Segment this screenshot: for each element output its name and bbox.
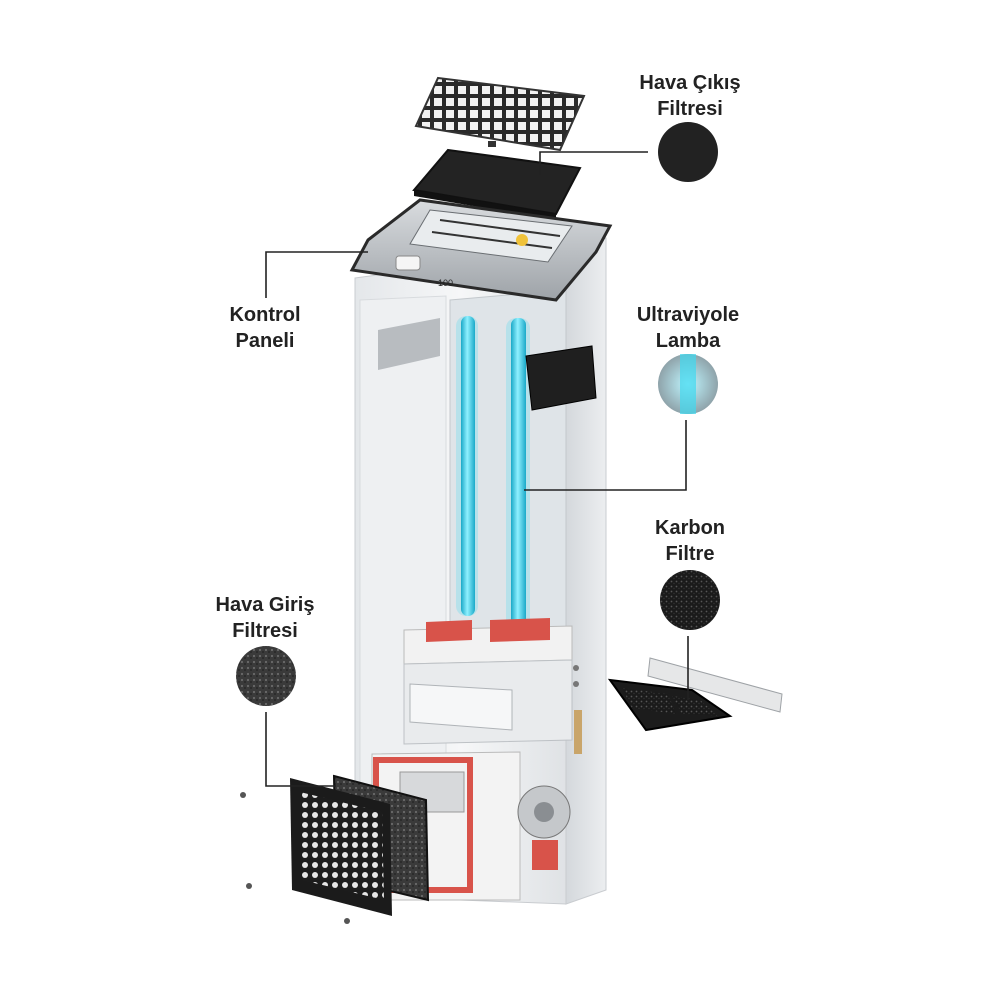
callout-uv-line2: Lamba xyxy=(655,330,721,352)
callout-kontrol-line2: Paneli xyxy=(235,330,295,352)
callout-uv-line1: Ultraviyole xyxy=(636,304,740,326)
callout-karbon-line2: Filtre xyxy=(665,543,715,565)
callout-hava-cikis-line2: Filtresi xyxy=(657,98,723,120)
callout-hava-giris-line1: Hava Giriş xyxy=(215,594,315,616)
callout-hava-giris: Hava Giriş Filtresi xyxy=(195,592,335,644)
outlet-filter-swatch-icon xyxy=(658,122,718,182)
callout-ultraviyole-lamba: Ultraviyole Lamba xyxy=(618,302,758,354)
inlet-filter-swatch-icon xyxy=(236,646,296,706)
lamp-base-module xyxy=(403,618,582,754)
callout-hava-cikis: Hava Çıkış Filtresi xyxy=(620,70,760,122)
uv-lamp-right xyxy=(506,318,530,644)
callout-hava-giris-line2: Filtresi xyxy=(232,620,298,642)
inlet-grille xyxy=(290,778,392,916)
leader-kontrol xyxy=(265,251,368,298)
uv-lamp-swatch-tube xyxy=(680,354,696,414)
callout-leader-lines xyxy=(265,151,689,787)
uv-lamp-left xyxy=(456,316,478,616)
callout-karbon-filtre: Karbon Filtre xyxy=(620,515,760,567)
carbon-filter-rail xyxy=(647,657,783,713)
control-panel-cap: 100 xyxy=(349,198,613,302)
callout-kontrol-line1: Kontrol xyxy=(229,304,301,326)
lamp-sensor-block xyxy=(525,345,597,411)
leader-hava-cikis xyxy=(539,151,648,175)
callout-kontrol-paneli: Kontrol Paneli xyxy=(200,302,330,354)
screws xyxy=(240,792,350,924)
carbon-filter-swatch-icon xyxy=(660,570,720,630)
panel-badge-text: 100 xyxy=(438,278,453,288)
carbon-filter-tray xyxy=(607,678,733,732)
callout-hava-cikis-line1: Hava Çıkış xyxy=(639,72,741,94)
top-grid-cover xyxy=(414,76,586,152)
callout-karbon-line1: Karbon xyxy=(655,517,725,539)
leader-hava-giris xyxy=(265,712,336,787)
leader-uv xyxy=(524,420,687,491)
